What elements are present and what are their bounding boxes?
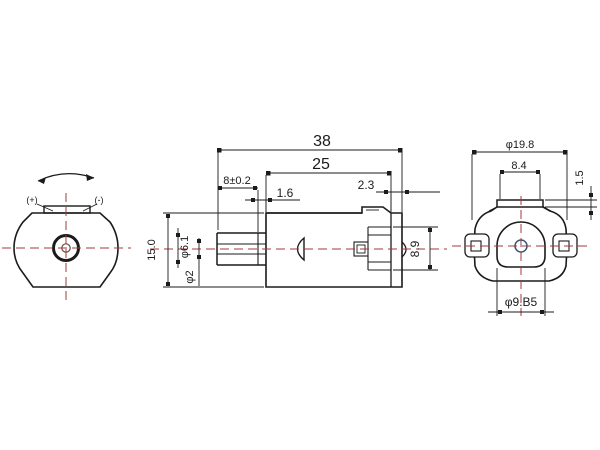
dimension-arrowheads	[166, 148, 593, 314]
front-view	[2, 173, 131, 302]
rear-bearing-boss	[496, 221, 546, 268]
side-view-dimensions	[163, 149, 440, 288]
dim-front-gap: 1.6	[277, 186, 294, 200]
front-body-outline	[13, 212, 119, 288]
rotation-arc-left-arrowhead-icon	[38, 177, 46, 184]
dim-body-length: 25	[312, 156, 330, 173]
dim-rear-body-width: φ19.8	[506, 139, 535, 151]
front-top-tab	[43, 205, 91, 214]
dim-worm-length: 8±0.2	[223, 175, 250, 187]
dim-shaft-diameter: φ2	[184, 270, 196, 283]
rotation-arc-icon	[37, 173, 95, 182]
rear-top-tab	[496, 199, 544, 208]
dim-brush-holder-height: 8.9	[408, 240, 422, 257]
dim-bearing-boss-diameter: φ9.B5	[505, 295, 538, 309]
positive-leader-line	[36, 203, 54, 212]
dim-rear-tab-height: 1.5	[574, 170, 586, 185]
dim-worm-diameter: φ6.1	[179, 236, 191, 258]
side-view	[150, 206, 447, 288]
oil-slot-crescent	[296, 236, 305, 262]
negative-terminal-label: (-)	[95, 195, 104, 205]
dim-overall-length: 38	[313, 133, 331, 150]
dim-body-height: 15.0	[146, 239, 158, 260]
positive-terminal-label: (+)	[26, 195, 37, 205]
body-outline	[265, 206, 403, 288]
rear-tab-slant-right	[542, 206, 552, 212]
rotation-arc-right-arrowhead-icon	[86, 174, 94, 181]
dim-endcap-thickness: 2.3	[358, 178, 375, 192]
rear-view	[452, 196, 590, 316]
rear-tab-slant-left	[488, 206, 498, 212]
dim-rear-tab-width: 8.4	[511, 160, 526, 172]
